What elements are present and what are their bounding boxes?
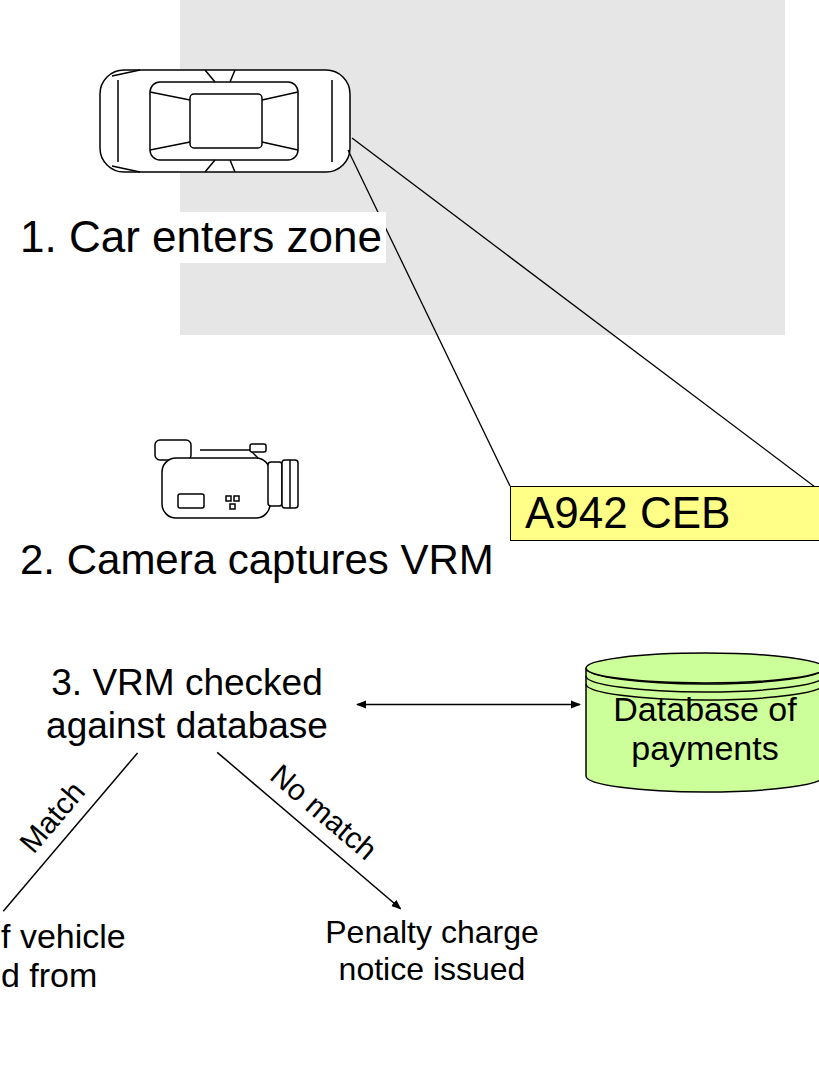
step-label: 2. Camera captures VRM xyxy=(16,536,498,584)
step-label: 1. Car enters zone xyxy=(16,212,386,263)
camera-icon xyxy=(155,440,298,518)
node-text: A942 CEB xyxy=(525,488,815,539)
edge-label: Match xyxy=(11,772,93,860)
connector xyxy=(357,704,580,706)
node-text: Database of payments xyxy=(593,690,817,768)
edge-label: No match xyxy=(263,756,387,868)
node-text: f vehicle d from xyxy=(1,917,140,995)
outcome-text: Penalty charge notice issued xyxy=(317,912,547,990)
node-text: Penalty charge notice issued xyxy=(321,914,543,988)
process-step: 3. VRM checked against database xyxy=(22,660,352,749)
leader-line xyxy=(352,138,819,490)
car-top-view xyxy=(100,70,350,172)
connector xyxy=(217,752,400,908)
database-cylinder: Database of payments xyxy=(585,652,819,792)
node-text: 3. VRM checked against database xyxy=(26,662,348,747)
number-plate: A942 CEB xyxy=(510,486,819,541)
outcome-text: f vehicle d from xyxy=(0,915,140,997)
connector xyxy=(3,753,137,911)
leader-line xyxy=(348,150,510,486)
